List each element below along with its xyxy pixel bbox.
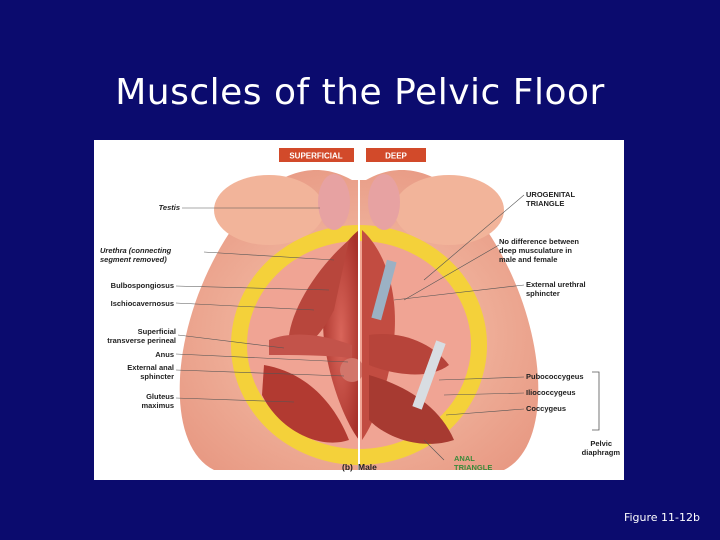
label-superficial-transverse-2: transverse perineal xyxy=(107,336,176,345)
label-anus: Anus xyxy=(155,350,174,359)
label-superficial-transverse-1: Superficial xyxy=(138,327,176,336)
label-external-urethral-2: sphincter xyxy=(526,289,560,298)
label-pelvic-diaphragm-2: diaphragm xyxy=(582,448,621,457)
label-external-anal-1: External anal xyxy=(127,363,174,372)
pelvic-diaphragm-bracket xyxy=(592,371,600,431)
testis-right xyxy=(368,174,400,230)
label-iliococcygeus: Iliococcygeus xyxy=(526,388,576,397)
label-urethra-line1: Urethra (connecting xyxy=(100,246,172,255)
header-superficial-box xyxy=(279,148,354,162)
pelvic-floor-illustration: SUPERFICIAL DEEP Testis Urethra (connect xyxy=(100,148,621,472)
label-testis: Testis xyxy=(159,203,180,212)
right-leader-lines xyxy=(393,194,525,461)
panel-sublabel: Male xyxy=(358,462,377,472)
label-urogenital-2: TRIANGLE xyxy=(526,199,564,208)
anatomy-figure: SUPERFICIAL DEEP Testis Urethra (connect xyxy=(94,140,624,480)
header-deep-box xyxy=(366,148,426,162)
left-leader-lines xyxy=(175,207,349,403)
label-anal-triangle-2: TRIANGLE xyxy=(454,463,492,472)
label-no-difference-3: male and female xyxy=(499,255,557,264)
label-gluteus-1: Gluteus xyxy=(146,392,174,401)
header-deep: DEEP xyxy=(385,152,407,161)
label-external-anal-2: sphincter xyxy=(140,372,174,381)
label-bulbospongiosus: Bulbospongiosus xyxy=(111,281,174,290)
label-gluteus-2: maximus xyxy=(141,401,174,410)
label-external-urethral-1: External urethral xyxy=(526,280,586,289)
label-pelvic-diaphragm-1: Pelvic xyxy=(590,439,612,448)
deep-muscles xyxy=(362,230,454,444)
label-urogenital-1: UROGENITAL xyxy=(526,190,575,199)
header-superficial: SUPERFICIAL xyxy=(289,152,342,161)
label-coccygeus: Coccygeus xyxy=(526,404,566,413)
label-anal-triangle-1: ANAL xyxy=(454,454,475,463)
slide-title: Muscles of the Pelvic Floor xyxy=(115,72,605,113)
label-ischiocavernosus: Ischiocavernosus xyxy=(111,299,174,308)
label-pubococcygeus: Pubococcygeus xyxy=(526,372,584,381)
panel-label: (b) xyxy=(342,462,353,472)
label-no-difference-2: deep musculature in xyxy=(499,246,572,255)
superficial-muscles xyxy=(262,230,364,443)
label-urethra-line2: segment removed) xyxy=(100,255,167,264)
testis-left xyxy=(318,174,350,230)
label-no-difference-1: No difference between xyxy=(499,237,579,246)
figure-caption: Figure 11-12b xyxy=(623,511,700,524)
